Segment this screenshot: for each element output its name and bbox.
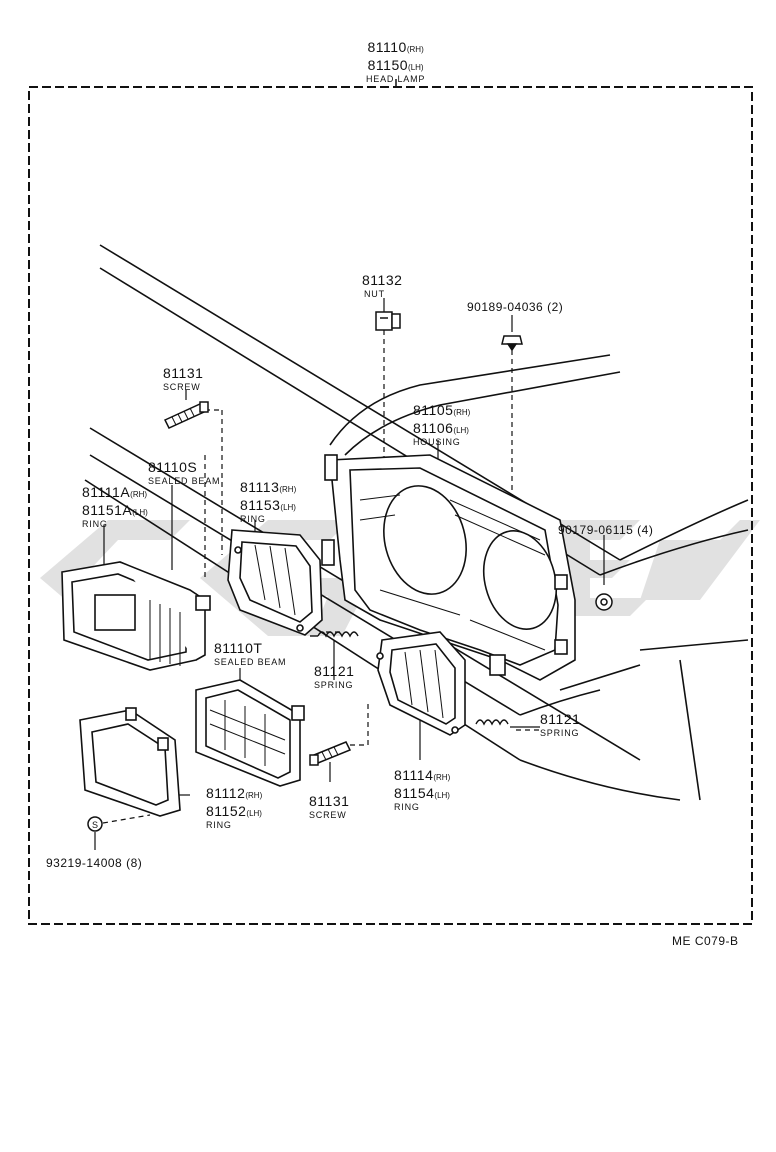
spring-mid-part [310, 631, 359, 638]
bolt-top-number: 90189-04036 (2) [467, 300, 564, 314]
ring-113-name: RING [240, 514, 266, 524]
title-label: 81110(RH) 81150(LH) HEAD LAMP [366, 40, 425, 84]
ring-a-number-lh: 81151A [82, 502, 133, 518]
clip-part [595, 593, 613, 611]
title-name: HEAD LAMP [366, 74, 426, 84]
spring-right-number: 81121 [540, 711, 581, 727]
ring-114-number-lh: 81154 [394, 785, 435, 801]
ring-112-number-rh: 81112 [206, 785, 246, 801]
spring-mid-name: SPRING [314, 680, 354, 690]
ring-a-lh-suffix: (LH) [132, 508, 148, 517]
title-lh-suffix: (LH) [408, 63, 424, 72]
sealed-s-number: 81110S [148, 459, 198, 475]
ring-114-name: RING [394, 802, 420, 812]
label-screw-bottom: 81131 SCREW [309, 794, 349, 820]
sealed-t-number: 81110T [214, 640, 263, 656]
clip-number: 90179-06115 (4) [558, 523, 654, 537]
label-clip: 90179-06115 (4) [558, 522, 653, 538]
nut-name: NUT [364, 289, 385, 299]
ring-113-number-lh: 81153 [240, 497, 281, 513]
ring-114-number-rh: 81114 [394, 767, 434, 783]
label-ring-114: 81114(RH) 81154(LH) RING [394, 768, 450, 812]
ring-113-lh-suffix: (LH) [280, 503, 296, 512]
ring-114-lh-suffix: (LH) [434, 791, 450, 800]
spring-mid-number: 81121 [314, 663, 355, 679]
svg-text:S: S [92, 820, 98, 830]
label-spring-mid: 81121 SPRING [314, 664, 354, 690]
sealed-beam-s-part [61, 561, 211, 671]
screw-top-name: SCREW [163, 382, 201, 392]
label-screw-top: 81131 SCREW [163, 366, 203, 392]
sealed-s-name: SEALED BEAM [148, 476, 221, 486]
housing-number-lh: 81106 [413, 420, 454, 436]
label-ring-113: 81113(RH) 81153(LH) RING [240, 480, 296, 524]
sealed-beam-t-part [195, 679, 305, 787]
title-rh-suffix: (RH) [406, 45, 424, 54]
label-housing: 81105(RH) 81106(LH) HOUSING [413, 403, 470, 447]
ring-112-rh-suffix: (RH) [245, 791, 263, 800]
label-screw-small: 93219-14008 (8) [46, 855, 142, 871]
ring-a-name: RING [82, 519, 108, 529]
ring-114-rh-suffix: (RH) [433, 773, 451, 782]
title-part-lh: 81150 [367, 57, 409, 73]
label-ring-112: 81112(RH) 81152(LH) RING [206, 786, 262, 830]
ring-112-lh-suffix: (LH) [246, 809, 262, 818]
ring-113-rh-suffix: (RH) [279, 485, 297, 494]
spring-right-name: SPRING [540, 728, 580, 738]
housing-lh-suffix: (LH) [453, 426, 469, 435]
label-sealed-beam-s: 81110S SEALED BEAM [148, 460, 220, 486]
screw-top-part [163, 401, 209, 429]
spring-right-part [475, 719, 509, 726]
screw-top-number: 81131 [163, 365, 204, 381]
screw-bottom-name: SCREW [309, 810, 347, 820]
nut-part [375, 311, 401, 331]
screw-small-number: 93219-14008 (8) [46, 856, 143, 870]
screw-bottom-number: 81131 [309, 793, 350, 809]
ring-a-number-rh: 81111A [82, 484, 131, 500]
label-nut: 81132 NUT [362, 273, 402, 299]
ring-81114-part [376, 631, 466, 736]
label-leaders [94, 298, 605, 850]
housing-rh-suffix: (RH) [453, 408, 471, 417]
sealed-t-name: SEALED BEAM [214, 657, 287, 667]
housing-part [321, 454, 576, 681]
small-screw-part: S [87, 816, 103, 832]
ring-113-number-rh: 81113 [240, 479, 280, 495]
bolt-part [501, 335, 523, 352]
title-part-rh: 81110 [367, 39, 407, 55]
housing-name: HOUSING [413, 437, 461, 447]
nut-number: 81132 [362, 272, 403, 288]
ring-112-name: RING [206, 820, 232, 830]
label-ring-a: 81111A(RH) 81151A(LH) RING [82, 485, 148, 529]
footer-code: ME C079-B [672, 933, 739, 949]
label-bolt-top: 90189-04036 (2) [467, 299, 563, 315]
housing-number-rh: 81105 [413, 402, 454, 418]
screw-bottom-part [309, 741, 352, 766]
ring-a-rh-suffix: (RH) [130, 490, 148, 499]
ring-112-number-lh: 81152 [206, 803, 247, 819]
ring-81112-part [79, 707, 181, 817]
diagram-code: ME C079-B [672, 934, 739, 948]
ring-81113-part [227, 529, 323, 636]
label-spring-right: 81121 SPRING [540, 712, 580, 738]
label-sealed-beam-t: 81110T SEALED BEAM [214, 641, 286, 667]
